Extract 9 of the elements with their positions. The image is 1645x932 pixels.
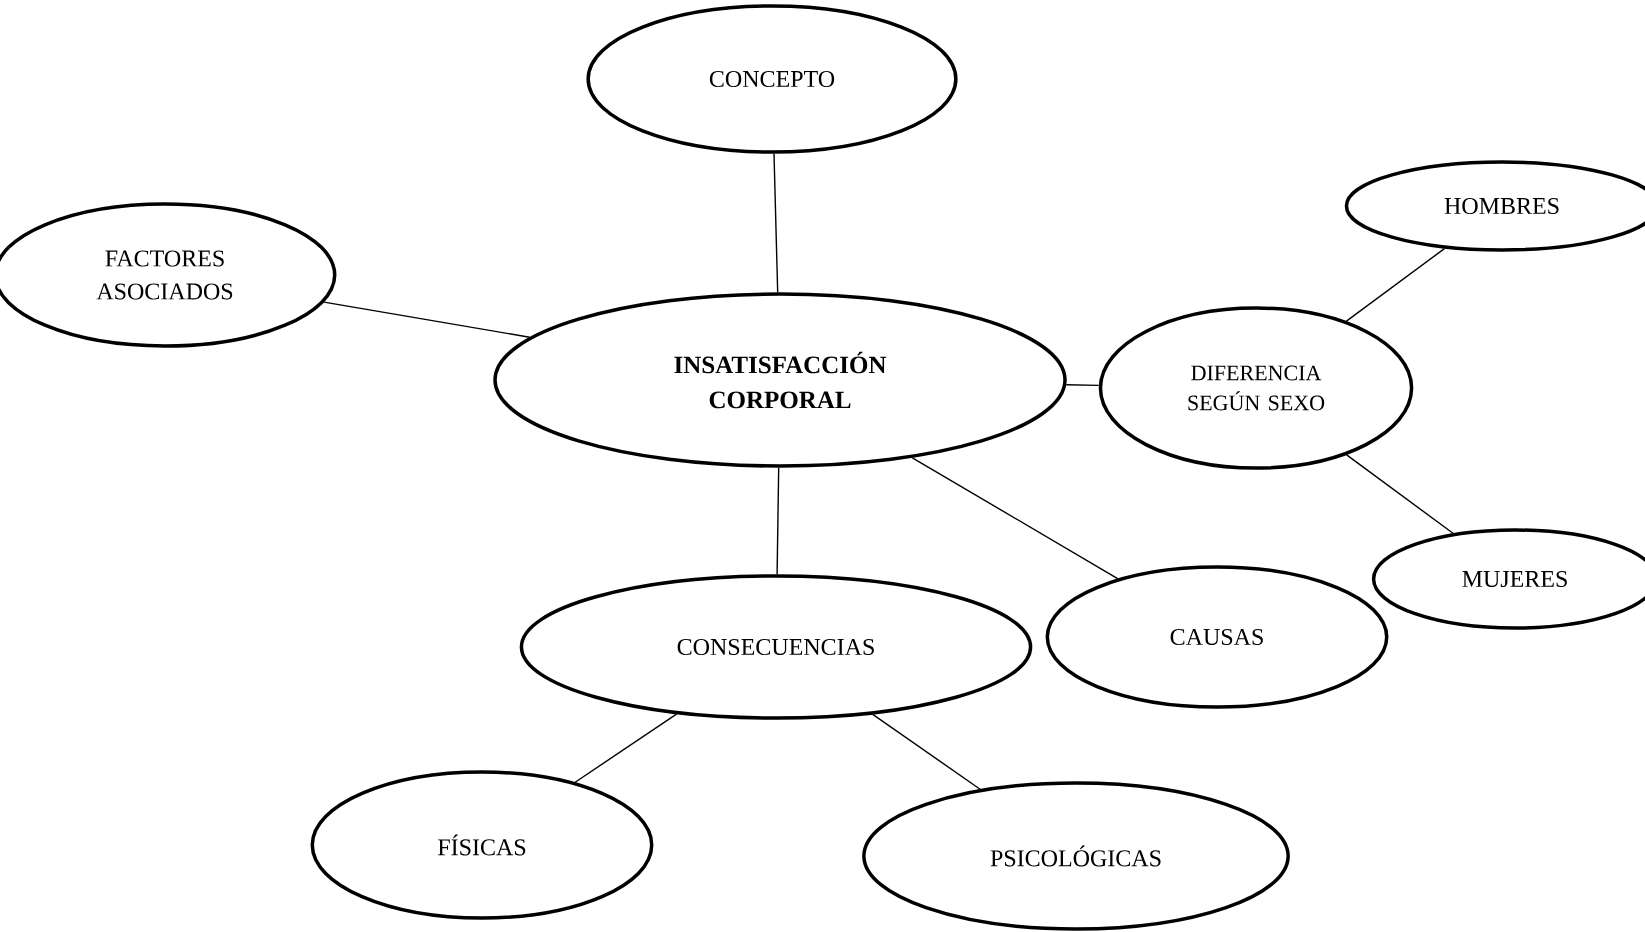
- connector-line: [1345, 247, 1446, 322]
- connector-line: [776, 467, 780, 575]
- connector-line: [872, 713, 981, 790]
- connector-line: [323, 301, 531, 338]
- connector-line: [911, 457, 1119, 580]
- connector-line: [574, 713, 678, 783]
- connector-line: [773, 153, 779, 293]
- connector-line: [1345, 454, 1454, 534]
- connector-line: [1065, 384, 1100, 387]
